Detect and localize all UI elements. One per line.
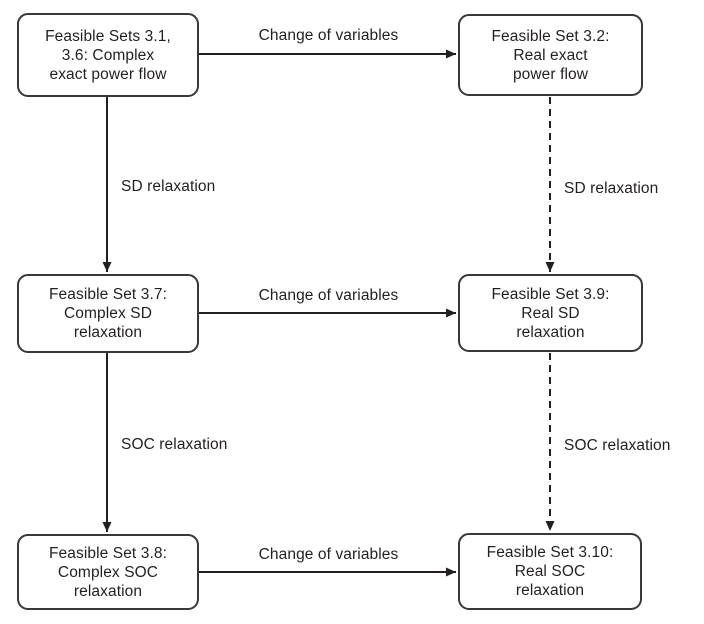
- node-complex-sd-relaxation: Feasible Set 3.7: Complex SD relaxation: [17, 274, 199, 353]
- node-real-soc-relaxation: Feasible Set 3.10: Real SOC relaxation: [458, 533, 642, 610]
- node-complex-exact-power-flow: Feasible Sets 3.1, 3.6: Complex exact po…: [17, 13, 199, 97]
- edge-label-change-of-variables-bottom: Change of variables: [258, 546, 399, 563]
- node-label: Feasible Set 3.7: Complex SD relaxation: [48, 286, 168, 341]
- edge-label-change-of-variables-middle: Change of variables: [258, 287, 399, 304]
- node-label: Feasible Sets 3.1, 3.6: Complex exact po…: [45, 27, 171, 83]
- node-complex-soc-relaxation: Feasible Set 3.8: Complex SOC relaxation: [17, 534, 199, 610]
- edge-label-soc-relaxation-left: SOC relaxation: [121, 436, 228, 453]
- edge-label-sd-relaxation-right: SD relaxation: [564, 180, 659, 197]
- edge-label-change-of-variables-top: Change of variables: [258, 27, 399, 44]
- node-real-exact-power-flow: Feasible Set 3.2: Real exact power flow: [458, 14, 643, 96]
- edge-label-sd-relaxation-left: SD relaxation: [121, 178, 216, 195]
- node-label: Feasible Set 3.9: Real SD relaxation: [491, 285, 610, 341]
- node-label: Feasible Set 3.8: Complex SOC relaxation: [48, 544, 168, 600]
- node-real-sd-relaxation: Feasible Set 3.9: Real SD relaxation: [458, 274, 643, 352]
- node-label: Feasible Set 3.2: Real exact power flow: [491, 27, 610, 83]
- node-label: Feasible Set 3.10: Real SOC relaxation: [486, 544, 614, 599]
- edge-label-soc-relaxation-right: SOC relaxation: [564, 437, 671, 454]
